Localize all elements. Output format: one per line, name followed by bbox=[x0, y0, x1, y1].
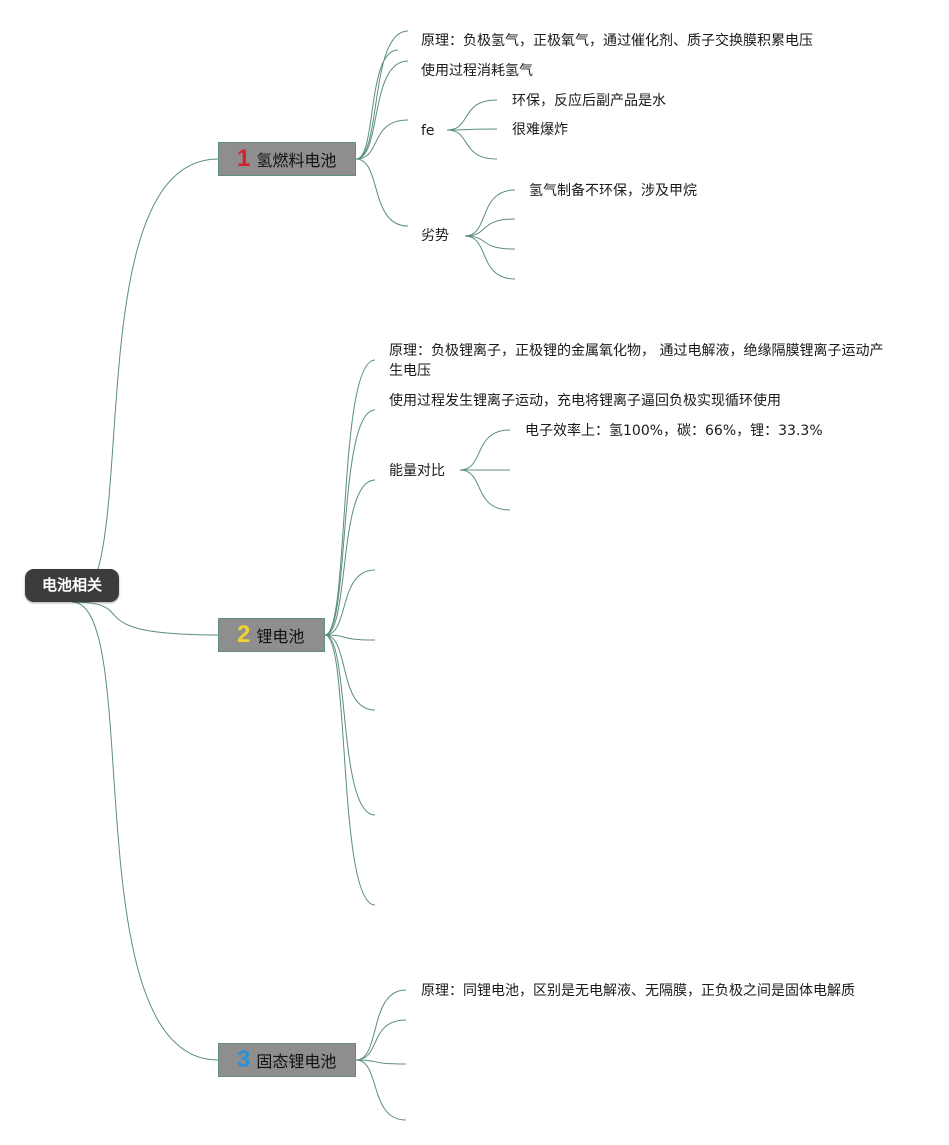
energy-child-line bbox=[459, 469, 511, 511]
branch-2-child-line bbox=[324, 479, 376, 636]
branch-2-child-line bbox=[324, 634, 376, 711]
branch-lithium-battery[interactable]: 2 锂电池 bbox=[218, 618, 325, 652]
root-node[interactable]: 电池相关 bbox=[25, 569, 119, 602]
fe-child-line bbox=[446, 128, 498, 131]
leaf-usage[interactable]: 使用过程发生锂离子运动，充电将锂离子逼回负极实现循环使用 bbox=[389, 393, 781, 409]
disadvantage-child-line bbox=[464, 235, 516, 280]
branch-2-child-line bbox=[324, 409, 376, 636]
number-2-icon: 2 bbox=[237, 621, 251, 648]
leaf-electron-efficiency[interactable]: 电子效率上：氢100%，碳：66%，锂：33.3% bbox=[525, 423, 823, 439]
fe-child-line bbox=[446, 99, 498, 131]
number-3-icon: 3 bbox=[237, 1046, 251, 1073]
leaf-advantage-eco[interactable]: 环保，反应后副产品是水 bbox=[512, 93, 666, 109]
branch-3-child-line bbox=[355, 1019, 407, 1061]
leaf-usage[interactable]: 使用过程消耗氢气 bbox=[421, 63, 533, 79]
leaf-energy-comparison[interactable]: 能量对比 bbox=[389, 463, 445, 479]
branch-3-child-line bbox=[355, 989, 407, 1061]
leaf-disadvantage-methane[interactable]: 氢气制备不环保，涉及甲烷 bbox=[529, 183, 697, 199]
branch-label: 锂电池 bbox=[256, 627, 305, 646]
branch-1-child-line bbox=[355, 30, 409, 160]
leaf-advantage-safe[interactable]: 很难爆炸 bbox=[512, 122, 568, 138]
leaf-principle[interactable]: 原理：同锂电池，区别是无电解液、无隔膜，正负极之间是固体电解质 bbox=[421, 983, 855, 999]
root-to-branch-1-line bbox=[71, 158, 219, 603]
root-to-branch-3-line bbox=[71, 601, 219, 1061]
leaf-principle[interactable]: 原理：负极锂离子，正极锂的金属氧化物， 通过电解液，绝缘隔膜锂离子运动产生电压 bbox=[389, 343, 884, 379]
branch-hydrogen-fuel-cell[interactable]: 1 氢燃料电池 bbox=[218, 142, 356, 176]
branch-1-child-line bbox=[355, 119, 409, 160]
branch-3-child-line bbox=[355, 1059, 407, 1121]
leaf-disadvantage[interactable]: 劣势 bbox=[421, 228, 449, 244]
branch-2-child-line bbox=[324, 569, 376, 636]
energy-child-line bbox=[459, 429, 511, 471]
leaf-fe[interactable]: fe bbox=[421, 123, 435, 139]
branch-label: 固态锂电池 bbox=[256, 1052, 337, 1071]
branch-3-child-line bbox=[355, 1059, 407, 1065]
number-1-icon: 1 bbox=[237, 145, 251, 172]
branch-2-child-line bbox=[324, 634, 376, 641]
disadvantage-child-line bbox=[464, 235, 516, 250]
branch-2-child-line bbox=[324, 634, 376, 906]
branch-label: 氢燃料电池 bbox=[256, 151, 337, 170]
branch-1-child-line bbox=[355, 49, 399, 160]
leaf-principle[interactable]: 原理：负极氢气，正极氧气，通过催化剂、质子交换膜积累电压 bbox=[421, 33, 813, 49]
disadvantage-child-line bbox=[464, 189, 516, 237]
branch-solid-state-battery[interactable]: 3 固态锂电池 bbox=[218, 1043, 356, 1077]
branch-2-child-line bbox=[324, 634, 376, 816]
branch-1-child-line bbox=[355, 60, 409, 160]
disadvantage-child-line bbox=[464, 218, 516, 237]
root-to-branch-2-line bbox=[71, 601, 219, 636]
branch-1-child-line bbox=[355, 158, 409, 227]
fe-child-line bbox=[446, 129, 498, 160]
branch-2-child-line bbox=[324, 359, 376, 636]
